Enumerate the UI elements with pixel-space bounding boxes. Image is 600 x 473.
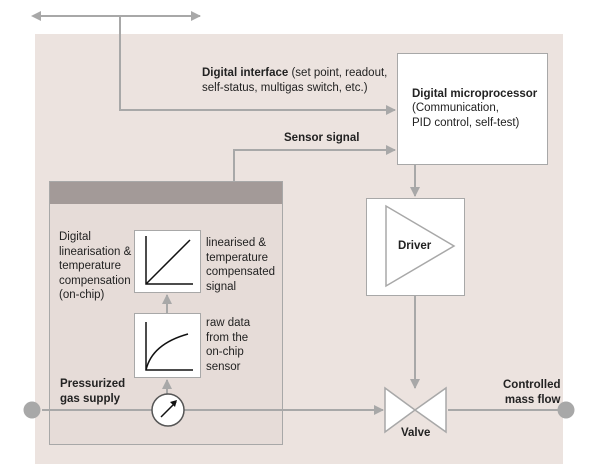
valve-label: Valve bbox=[401, 427, 431, 439]
sensor-signal-arrow bbox=[233, 145, 396, 181]
driver-box bbox=[366, 198, 465, 296]
valve-icon bbox=[384, 386, 447, 434]
microprocessor-title: Digital microprocessor bbox=[412, 88, 538, 100]
nonlinear-curve-icon bbox=[145, 322, 193, 371]
microprocessor-description: (Communication, PID control, self-test) bbox=[412, 102, 520, 129]
amplifier-triangle-icon bbox=[385, 204, 456, 288]
driver-label: Driver bbox=[398, 240, 432, 252]
sensor-module-header-bar bbox=[50, 182, 282, 204]
raw-data-box bbox=[134, 313, 201, 378]
digital-interface-details: (set point, readout, self-status, multig… bbox=[202, 67, 388, 94]
raw-data-label: raw data from the on-chip sensor bbox=[206, 317, 251, 373]
linearisation-label: Digital linearisation & temperature comp… bbox=[59, 231, 132, 301]
gas-inlet-port bbox=[23, 401, 41, 419]
linear-curve-icon bbox=[145, 236, 193, 285]
mass-flow-label: Controlled mass flow bbox=[503, 379, 561, 406]
gas-outlet-port bbox=[557, 401, 575, 419]
digital-interface-title: Digital interface bbox=[202, 67, 289, 79]
interface-to-microprocessor-arrow bbox=[119, 16, 396, 115]
sensor-signal-label: Sensor signal bbox=[284, 132, 360, 144]
microprocessor-box bbox=[397, 53, 548, 165]
linearised-signal-label: linearised & temperature compensated sig… bbox=[206, 237, 276, 293]
flow-sensor-gauge-icon bbox=[151, 393, 185, 427]
gas-supply-label: Pressurized gas supply bbox=[60, 378, 126, 405]
digital-interface-label: Digital interface (set point, readout, s… bbox=[202, 66, 387, 95]
